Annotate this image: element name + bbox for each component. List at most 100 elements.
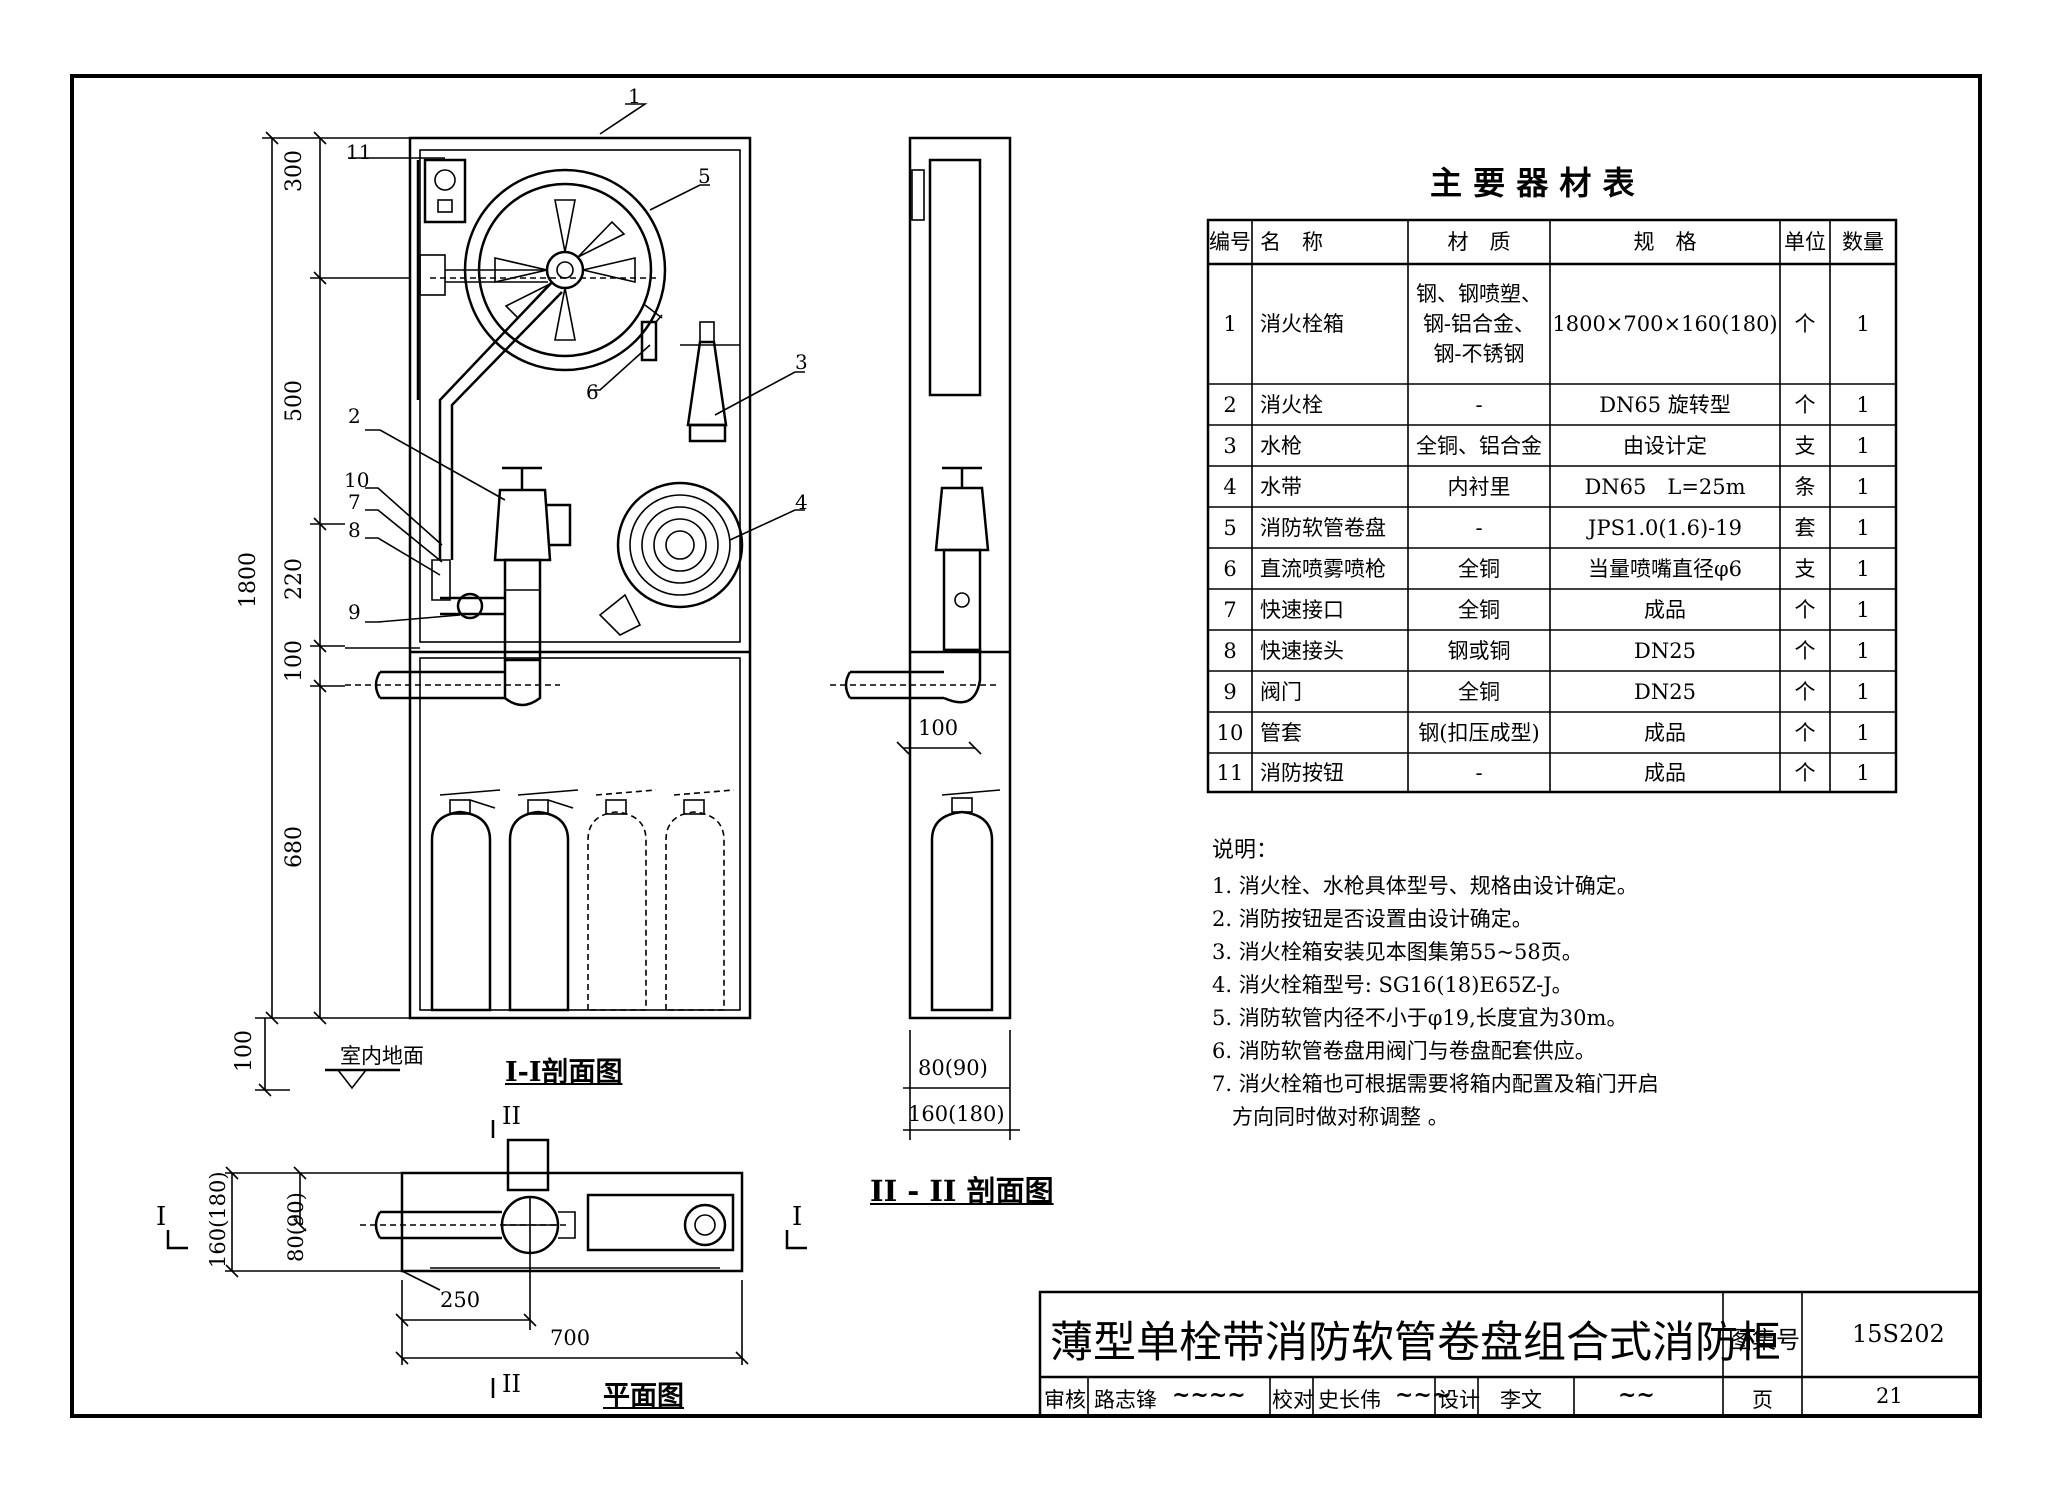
fire-button-box xyxy=(423,158,467,224)
callout-8: 8 xyxy=(348,518,361,542)
material-line: 全铜 xyxy=(1458,597,1500,622)
callout-3: 3 xyxy=(795,350,808,374)
table-cell-qty: 1 xyxy=(1856,474,1870,499)
table-cell-spec: 1800×700×160(180) xyxy=(1552,312,1778,336)
table-header-cell: 编号 xyxy=(1209,230,1251,254)
fire-extinguishers xyxy=(430,789,735,1012)
table-cell-spec: DN65 L=25m xyxy=(1584,474,1746,499)
table-cell-spec: DN25 xyxy=(1634,638,1696,663)
table-cell-no: 1 xyxy=(1223,312,1237,336)
table-cell-unit: 支 xyxy=(1794,556,1816,581)
callout-9: 9 xyxy=(348,600,361,624)
material-line: - xyxy=(1475,392,1483,417)
material-line: 全铜 xyxy=(1458,556,1500,581)
dim-plan-160: 160(180) xyxy=(206,1171,230,1268)
table-header-cell: 单位 xyxy=(1784,230,1826,254)
floor-label: 室内地面 xyxy=(340,1044,424,1068)
table-cell-no: 9 xyxy=(1223,679,1237,704)
note-item: 6. 消防软管卷盘用阀门与卷盘配套供应。 xyxy=(1212,1039,1596,1063)
dim-220: 220 xyxy=(282,558,307,600)
dim-plan-250: 250 xyxy=(440,1288,481,1312)
table-cell-name: 管套 xyxy=(1260,720,1302,745)
table-cell-name: 快速接头 xyxy=(1260,638,1344,663)
callout-6: 6 xyxy=(586,380,599,404)
drawing-title: 薄型单栓带消防软管卷盘组合式消防柜 xyxy=(1050,1318,1781,1368)
table-cell-unit: 个 xyxy=(1794,760,1816,785)
material-line: 内衬里 xyxy=(1447,474,1511,499)
designer-name: 李文 xyxy=(1500,1388,1542,1412)
table-cell-no: 7 xyxy=(1223,597,1237,622)
table-cell-no: 10 xyxy=(1216,720,1244,745)
table-cell-unit: 个 xyxy=(1794,638,1816,663)
table-cell-spec: 成品 xyxy=(1644,720,1686,745)
material-line: 钢、钢喷塑、 xyxy=(1416,282,1542,306)
dim-300: 300 xyxy=(282,150,307,192)
table-cell-material: 钢或铜 xyxy=(1408,630,1550,671)
table-cell-material: 全铜 xyxy=(1408,671,1550,712)
table-cell-name: 水枪 xyxy=(1260,433,1302,458)
dim-100-bottom: 100 xyxy=(232,1030,257,1072)
design-label: 设计 xyxy=(1438,1388,1480,1412)
table-cell-unit: 个 xyxy=(1794,720,1816,745)
table-cell-spec: 成品 xyxy=(1644,760,1686,785)
reviewer-signature: ~~~~ xyxy=(1172,1382,1246,1408)
material-line: 钢-不锈钢 xyxy=(1433,342,1525,366)
table-cell-qty: 1 xyxy=(1856,720,1870,745)
material-line: - xyxy=(1475,515,1483,540)
page-number: 21 xyxy=(1876,1384,1903,1408)
table-cell-no: 3 xyxy=(1223,433,1237,458)
cut-mark-II-bottom: II xyxy=(502,1370,521,1398)
check-label: 校对 xyxy=(1272,1388,1314,1412)
table-cell-qty: 1 xyxy=(1856,433,1870,458)
table-cell-material: 钢(扣压成型) xyxy=(1408,712,1550,753)
material-line: 钢(扣压成型) xyxy=(1418,720,1540,745)
table-cell-material: - xyxy=(1408,384,1550,425)
material-line: - xyxy=(1475,760,1483,785)
table-cell-qty: 1 xyxy=(1856,638,1870,663)
table-cell-no: 6 xyxy=(1223,556,1237,581)
table-cell-material: 全铜 xyxy=(1408,548,1550,589)
cut-mark-I-right: I xyxy=(792,1202,803,1232)
note-item: 方向同时做对称调整 。 xyxy=(1212,1105,1449,1129)
material-line: 钢-铝合金、 xyxy=(1422,312,1536,336)
dim-side-100: 100 xyxy=(918,716,959,740)
note-item: 2. 消防按钮是否设置由设计确定。 xyxy=(1212,907,1533,931)
callout-7: 7 xyxy=(348,490,361,514)
table-cell-spec: JPS1.0(1.6)-19 xyxy=(1588,515,1742,540)
table-cell-name: 水带 xyxy=(1260,474,1302,499)
callout-11: 11 xyxy=(346,140,372,164)
material-line: 全铜 xyxy=(1458,679,1500,704)
table-cell-unit: 个 xyxy=(1794,312,1816,336)
callout-5: 5 xyxy=(698,164,711,188)
checker-name: 史长伟 xyxy=(1318,1388,1381,1412)
cabinet-outline xyxy=(408,136,752,1020)
atlas-number: 15S202 xyxy=(1852,1320,1945,1348)
table-cell-material: 全铜 xyxy=(1408,589,1550,630)
table-cell-material: 内衬里 xyxy=(1408,466,1550,507)
table-cell-unit: 个 xyxy=(1794,597,1816,622)
table-cell-unit: 套 xyxy=(1794,515,1816,540)
table-cell-name: 阀门 xyxy=(1260,679,1302,704)
review-label: 审核 xyxy=(1044,1388,1086,1412)
table-cell-no: 2 xyxy=(1223,392,1237,417)
dim-500: 500 xyxy=(282,380,307,422)
table-cell-name: 消火栓箱 xyxy=(1260,312,1344,336)
table-title: 主 要 器 材 表 xyxy=(1430,164,1635,202)
table-cell-no: 5 xyxy=(1223,515,1237,540)
table-cell-qty: 1 xyxy=(1856,679,1870,704)
table-cell-unit: 支 xyxy=(1794,433,1816,458)
callout-1: 1 xyxy=(628,84,641,108)
table-cell-name: 直流喷雾喷枪 xyxy=(1260,556,1386,581)
table-cell-spec: DN65 旋转型 xyxy=(1599,392,1731,417)
designer-signature: ~~ xyxy=(1618,1382,1655,1408)
material-line: 全铜、铝合金 xyxy=(1416,433,1542,458)
plan-title: 平面图 xyxy=(603,1381,684,1412)
notes-heading: 说明： xyxy=(1212,838,1279,863)
dim-1800: 1800 xyxy=(236,552,261,608)
table-cell-no: 8 xyxy=(1223,638,1237,663)
note-item: 7. 消火栓箱也可根据需要将箱内配置及箱门开启 xyxy=(1212,1072,1659,1096)
spray-nozzle xyxy=(640,320,658,362)
table-header-cell: 材 质 xyxy=(1447,230,1511,254)
